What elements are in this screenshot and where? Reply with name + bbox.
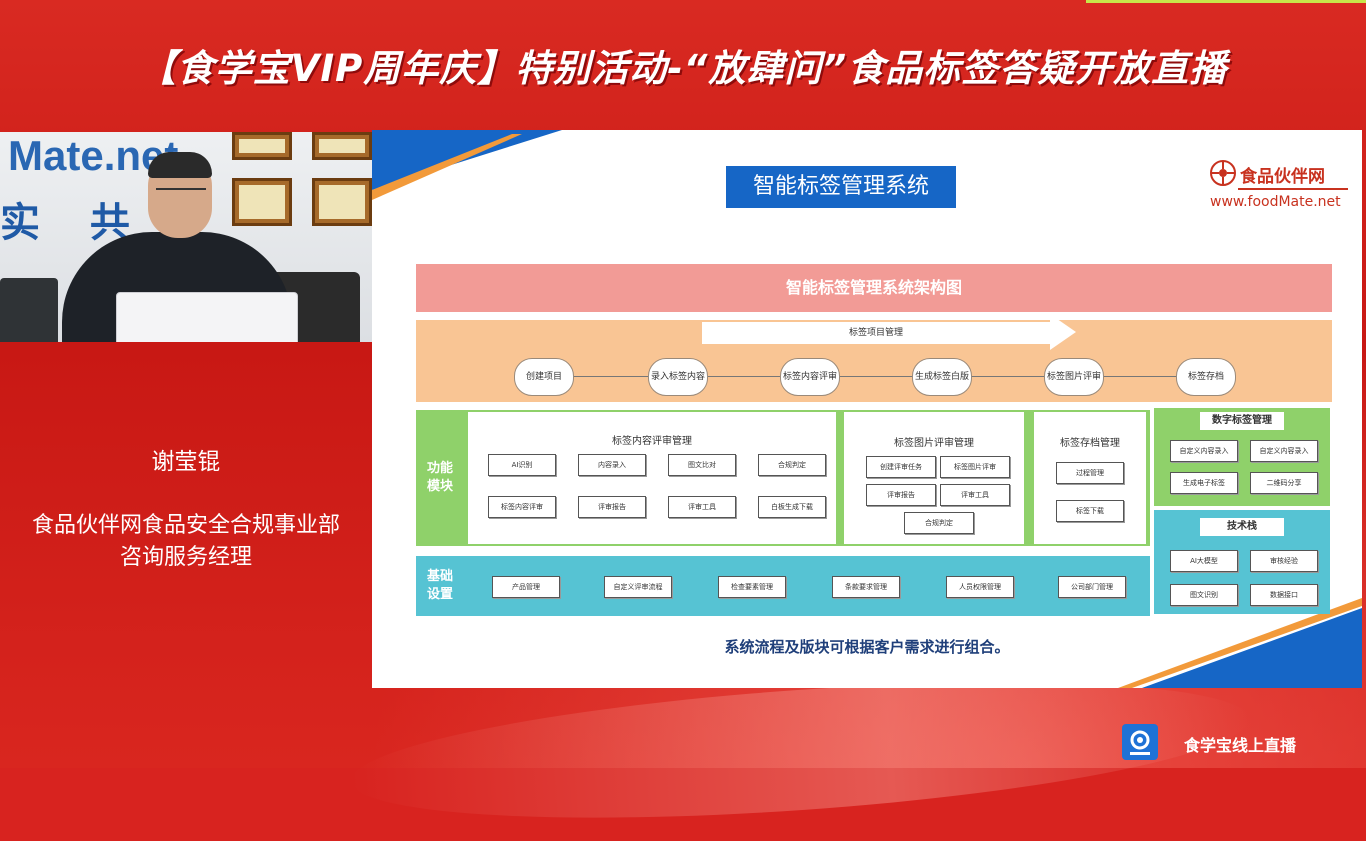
- wall-certificate: [312, 132, 372, 160]
- content-review-item: 内容录入: [578, 454, 646, 476]
- base-settings-item: 条款要求管理: [832, 576, 900, 598]
- image-review-item: 评审报告: [866, 484, 936, 506]
- base-settings-panel: 产品管理 自定义评审流程 检查要素管理 条款要求管理 人员权限管理 公司部门管理: [474, 558, 1146, 614]
- base-settings-section: 基础 设置 产品管理 自定义评审流程 检查要素管理 条款要求管理 人员权限管理 …: [416, 556, 1150, 616]
- live-stream-label: 食学宝线上直播: [1184, 736, 1297, 755]
- architecture-title: 智能标签管理系统架构图: [416, 264, 1332, 312]
- presentation-slide: 智能标签管理系统 食品伙伴网 www.foodMate.net 智能标签管理系统…: [372, 130, 1362, 688]
- flow-step: 标签图片评审: [1044, 358, 1104, 396]
- function-module-label-line-1: 功能: [426, 461, 453, 476]
- tech-stack-section: 技术栈 AI大模型 审核经验 图文识别 数据接口: [1154, 510, 1330, 614]
- wall-certificate: [232, 132, 292, 160]
- content-review-item: 评审报告: [578, 496, 646, 518]
- base-settings-label-line-2: 设置: [426, 587, 453, 602]
- tech-stack-item: 审核经验: [1250, 550, 1318, 572]
- slide-corner-decoration: [1118, 598, 1362, 688]
- flow-label: 标签项目管理: [702, 322, 1050, 344]
- flow-step: 生成标签白版: [912, 358, 972, 396]
- content-review-item: AI识别: [488, 454, 556, 476]
- speaker-hair: [148, 152, 212, 178]
- function-module-label-line-2: 模块: [426, 479, 453, 494]
- wall-certificate: [312, 178, 372, 226]
- flow-connector-line: [536, 376, 1216, 377]
- flow-step: 标签存档: [1176, 358, 1236, 396]
- tech-stack-item: 图文识别: [1170, 584, 1238, 606]
- laptop: [116, 292, 298, 342]
- wall-certificate: [232, 178, 292, 226]
- speaker-title-line-2: 咨询服务经理: [119, 545, 252, 570]
- base-settings-item: 检查要素管理: [718, 576, 786, 598]
- top-accent-line: [1086, 0, 1366, 3]
- tech-stack-item: AI大模型: [1170, 550, 1238, 572]
- speaker-title-line-1: 食品伙伴网食品安全合规事业部: [31, 513, 340, 538]
- slide-corner-decoration: [372, 130, 562, 200]
- banner-title: 【食学宝VIP周年庆】特别活动-“放肆问”食品标签答疑开放直播: [138, 47, 1228, 90]
- base-settings-item: 产品管理: [492, 576, 560, 598]
- wall-slogan-text: 实 共: [0, 200, 148, 246]
- base-settings-label: 基础 设置: [420, 568, 460, 604]
- brand-url: www.foodMate.net: [1210, 194, 1341, 210]
- digital-label-item: 二维码分享: [1250, 472, 1318, 494]
- flow-step: 标签内容评审: [780, 358, 840, 396]
- speaker-name: 谢莹锟: [151, 449, 221, 475]
- base-settings-item: 公司部门管理: [1058, 576, 1126, 598]
- brand-name: 食品伙伴网: [1210, 160, 1360, 187]
- brand-underline: [1238, 188, 1348, 190]
- image-review-panel: 标签图片评审管理 创建评审任务 标签图片评审 评审报告 评审工具 合规判定: [844, 412, 1024, 544]
- base-settings-item: 人员权限管理: [946, 576, 1014, 598]
- speaker-camera-feed: Mate.net 实 共: [0, 132, 372, 342]
- content-review-item: 合规判定: [758, 454, 826, 476]
- image-review-item: 标签图片评审: [940, 456, 1010, 478]
- flow-arrow-head: [1050, 314, 1076, 350]
- image-review-title: 标签图片评审管理: [894, 438, 974, 449]
- foodmate-logo-icon: [1210, 160, 1236, 186]
- tech-stack-title: 技术栈: [1200, 518, 1284, 536]
- slide-header: 智能标签管理系统: [726, 166, 956, 208]
- archive-title: 标签存档管理: [1060, 438, 1120, 449]
- image-review-item: 合规判定: [904, 512, 974, 534]
- speaker-glasses: [156, 188, 206, 200]
- base-settings-label-line-1: 基础: [426, 569, 453, 584]
- archive-item: 过程管理: [1056, 462, 1124, 484]
- digital-label-item: 自定义内容录入: [1170, 440, 1238, 462]
- archive-item: 标签下载: [1056, 500, 1124, 522]
- desk-monitor: [0, 278, 58, 342]
- tech-stack-item: 数据接口: [1250, 584, 1318, 606]
- digital-label-item: 生成电子标签: [1170, 472, 1238, 494]
- function-module-section: 功能 模块 标签内容评审管理 AI识别 内容录入 图文比对 合规判定 标签内容评…: [416, 410, 1150, 546]
- digital-label-title: 数字标签管理: [1200, 412, 1284, 430]
- brand-name-text: 食品伙伴网: [1240, 167, 1325, 187]
- content-review-item: 评审工具: [668, 496, 736, 518]
- base-settings-item: 自定义评审流程: [604, 576, 672, 598]
- content-review-panel: 标签内容评审管理 AI识别 内容录入 图文比对 合规判定 标签内容评审 评审报告…: [468, 412, 836, 544]
- slide-footer: 系统流程及版块可根据客户需求进行组合。: [724, 638, 1010, 656]
- function-module-label: 功能 模块: [420, 460, 460, 496]
- content-review-title: 标签内容评审管理: [612, 436, 692, 447]
- archive-panel: 标签存档管理 过程管理 标签下载: [1034, 412, 1146, 544]
- digital-label-item: 自定义内容录入: [1250, 440, 1318, 462]
- speaker-title: 食品伙伴网食品安全合规事业部 咨询服务经理: [0, 510, 372, 574]
- image-review-item: 创建评审任务: [866, 456, 936, 478]
- image-review-item: 评审工具: [940, 484, 1010, 506]
- content-review-item: 白板生成下载: [758, 496, 826, 518]
- project-flow-section: 标签项目管理 创建项目 录入标签内容 标签内容评审 生成标签白版 标签图片评审 …: [416, 314, 1332, 402]
- live-stream-logo-icon: [1122, 724, 1158, 760]
- content-review-item: 标签内容评审: [488, 496, 556, 518]
- content-review-item: 图文比对: [668, 454, 736, 476]
- flow-step: 创建项目: [514, 358, 574, 396]
- flow-step: 录入标签内容: [648, 358, 708, 396]
- digital-label-section: 数字标签管理 自定义内容录入 自定义内容录入 生成电子标签 二维码分享: [1154, 408, 1330, 506]
